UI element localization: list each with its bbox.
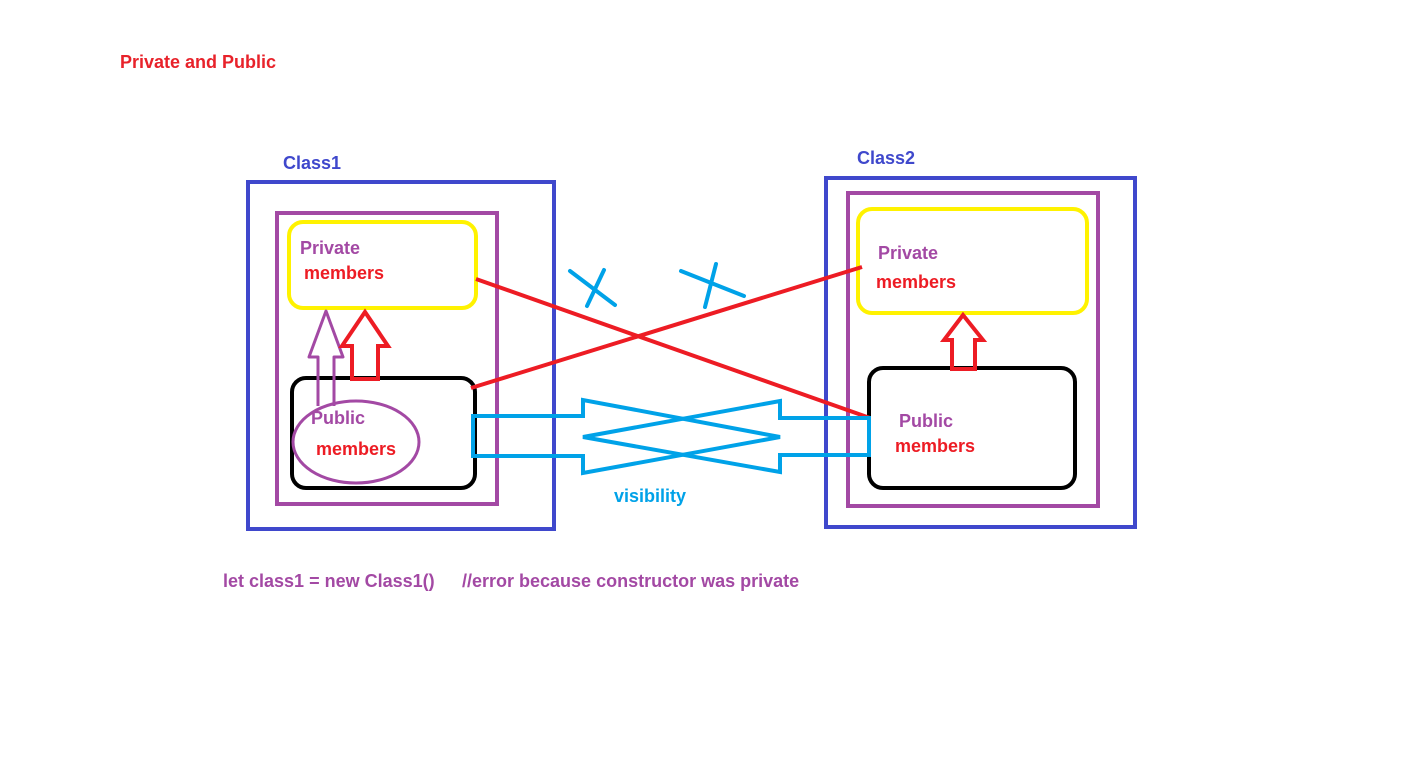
class2-private-label: Private: [878, 243, 939, 263]
cross-mark-left: [568, 268, 617, 308]
class2-private-members-label: members: [876, 272, 957, 292]
class1-public-members-label: members: [316, 439, 397, 459]
class1-private-box: [287, 220, 478, 310]
page-title: Private and Public: [120, 52, 277, 72]
code-comment: //error because constructor was private: [462, 571, 800, 591]
class2-private-box: [856, 207, 1089, 315]
code-line: let class1 = new Class1(): [223, 571, 435, 591]
class2-inner-box: [846, 191, 1100, 508]
class2-box: [824, 176, 1137, 529]
class1-purple-up-arrow: [307, 309, 345, 406]
class1-private-members-label: members: [304, 263, 385, 283]
visibility-arrow-left: [582, 398, 871, 475]
class1-public-ellipse: [291, 399, 421, 485]
cross-mark-right: [679, 262, 746, 309]
class1-name-label: Class1: [283, 153, 342, 173]
class1-public-label: Public: [311, 408, 366, 428]
class2-public-label: Public: [899, 411, 954, 431]
class2-public-members-label: members: [895, 436, 976, 456]
class1-box: [246, 180, 556, 531]
class1-red-up-arrow: [338, 308, 392, 381]
class2-name-label: Class2: [857, 148, 916, 168]
red-line-class1-private-to-class2-public: [475, 277, 871, 420]
class1-private-label: Private: [300, 238, 361, 258]
visibility-label: visibility: [614, 486, 687, 506]
class2-red-up-arrow: [939, 311, 988, 371]
red-line-class1-public-to-class2-private: [470, 265, 863, 390]
class1-inner-box: [275, 211, 499, 506]
